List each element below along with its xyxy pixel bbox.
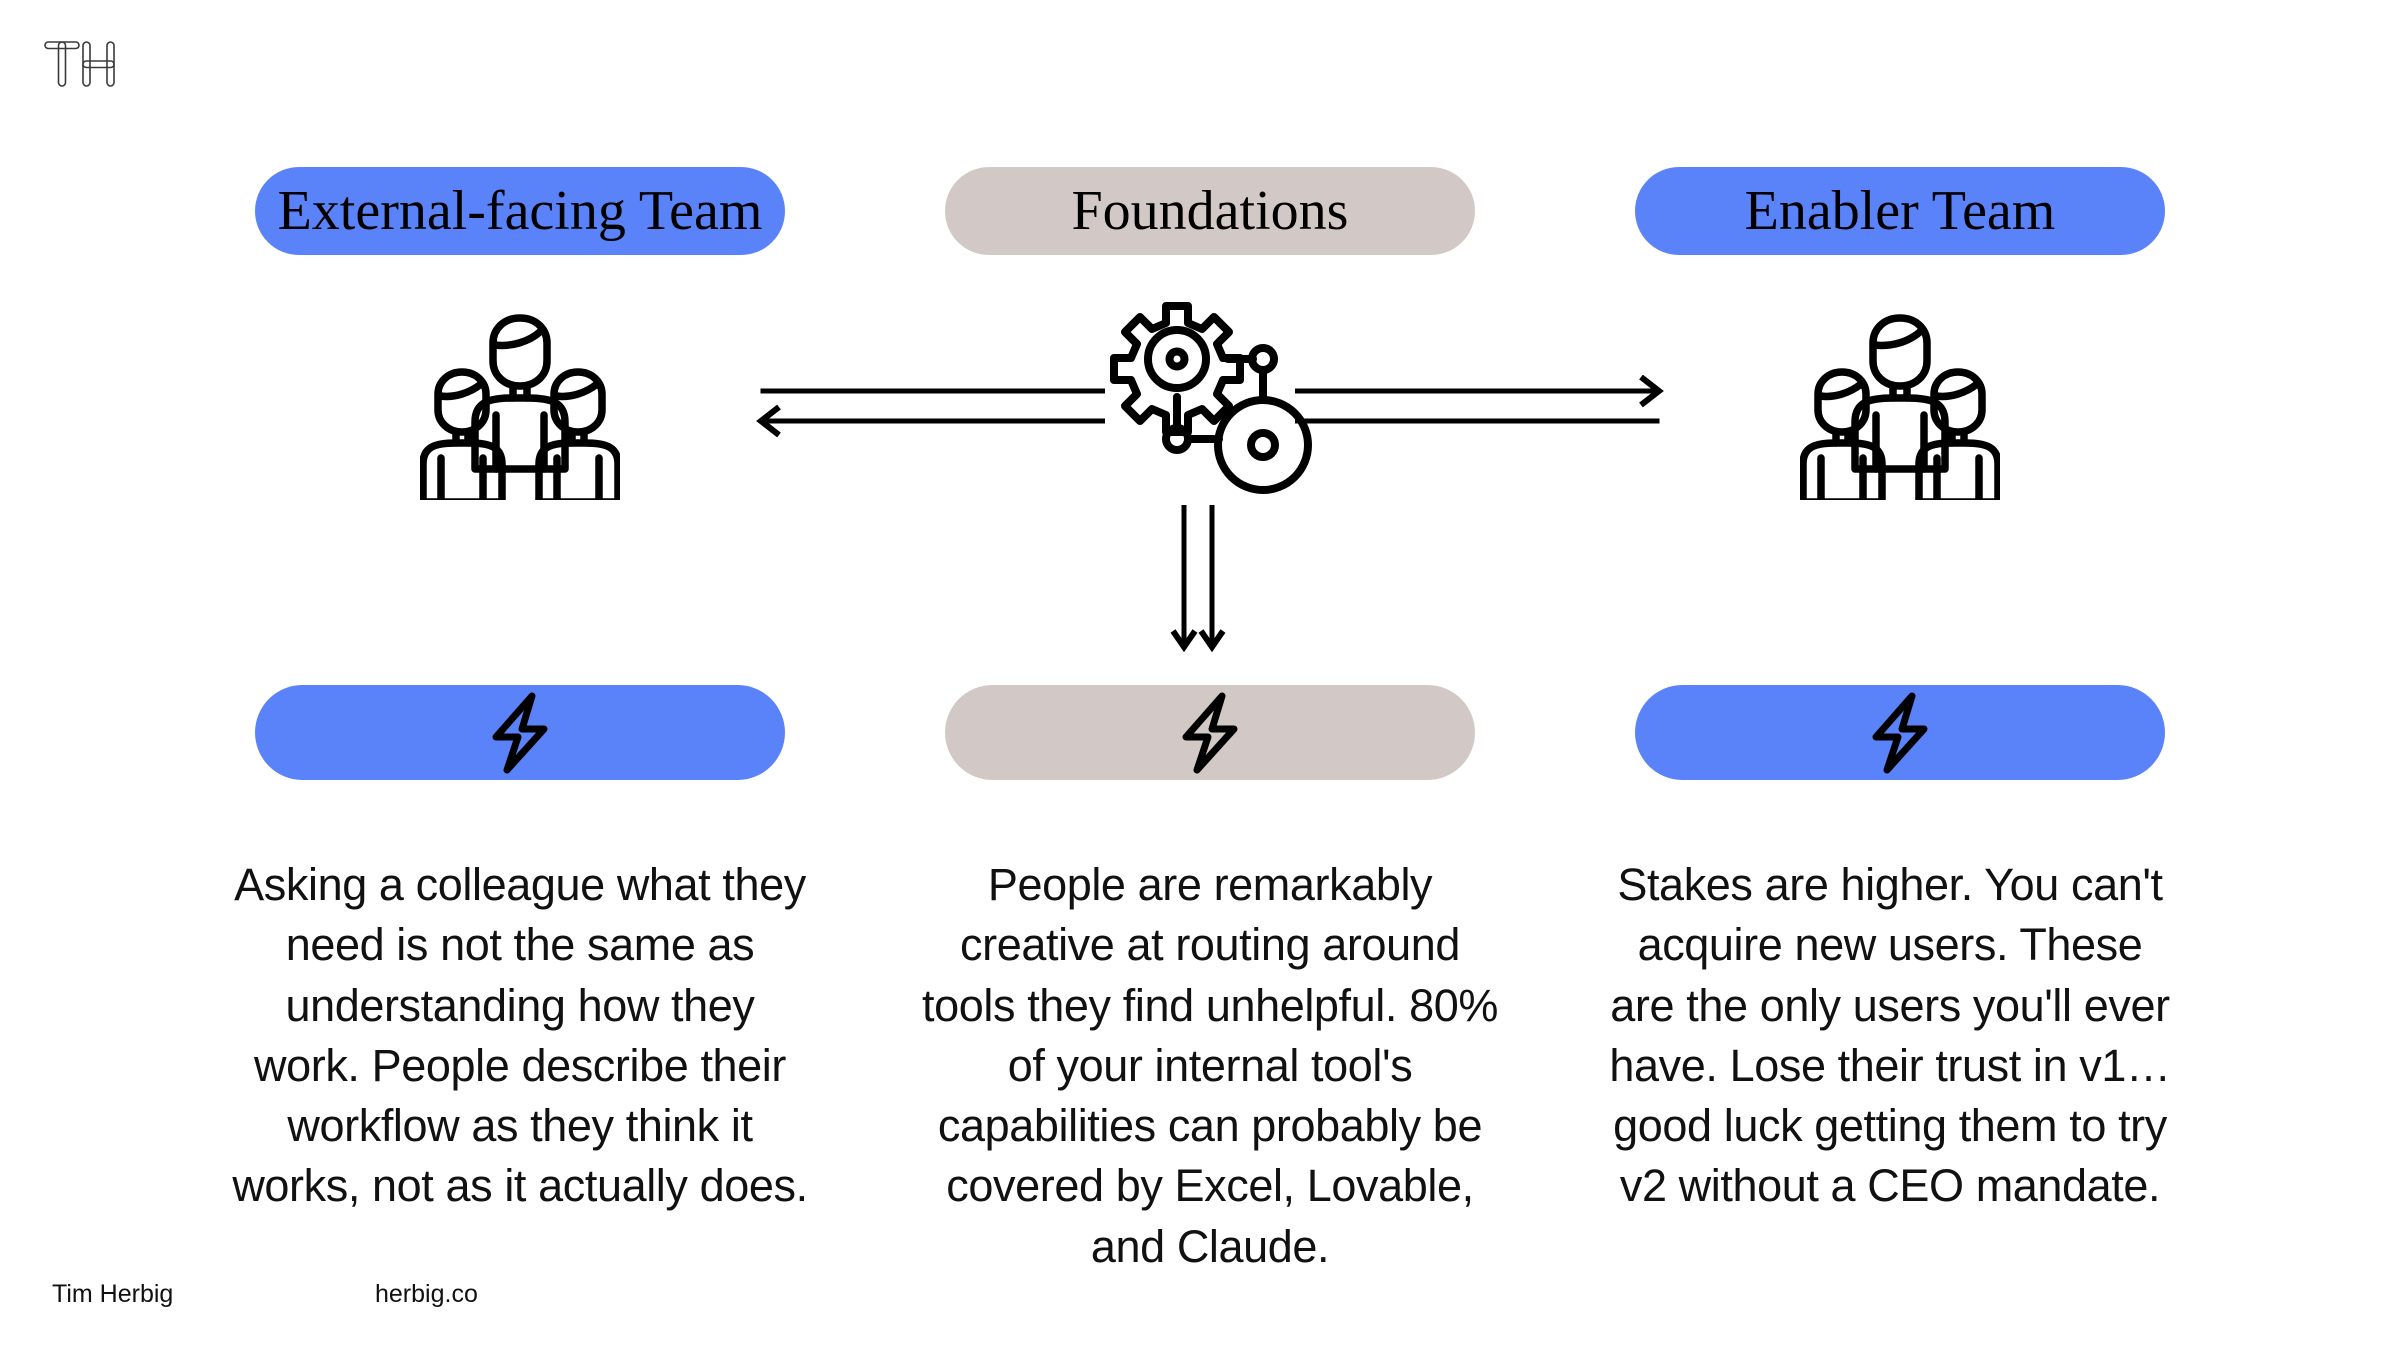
footer-author: Tim Herbig (52, 1280, 174, 1308)
people-group-icon-right-wrap (1635, 290, 2165, 520)
lightning-bolt-icon (492, 692, 548, 773)
footer: Tim Herbig herbig.co (52, 1280, 852, 1320)
column-body-external-facing-team: Asking a colleague what they need is not… (232, 859, 808, 1212)
people-group-icon (420, 314, 620, 500)
header-pill-label: Enabler Team (1744, 180, 2056, 242)
th-monogram-logo (44, 38, 124, 94)
people-group-icon (1800, 314, 2000, 500)
header-pill-label: Foundations (1071, 180, 1349, 242)
footer-site-link[interactable]: herbig.co (375, 1280, 478, 1308)
column-body-foundations: People are remarkably creative at routin… (922, 859, 1498, 1272)
gear-machinery-icon-wrap (945, 290, 1475, 520)
people-group-icon-left-wrap (255, 290, 785, 520)
badge-pill-enabler-team[interactable] (1635, 685, 2165, 780)
badge-pill-foundations[interactable] (945, 685, 1475, 780)
header-pill-label: External-facing Team (277, 180, 763, 242)
gear-machinery-icon (1110, 301, 1312, 494)
lightning-bolt-icon (1872, 692, 1928, 773)
double-arrow-down (1160, 502, 1270, 660)
column-body-enabler-team: Stakes are higher. You can't acquire new… (1609, 859, 2171, 1212)
header-pill-enabler-team[interactable]: Enabler Team (1635, 167, 2165, 255)
lightning-bolt-icon (1182, 692, 1238, 773)
header-pill-external-facing-team[interactable]: External-facing Team (255, 167, 785, 255)
double-line-arrow-left (745, 375, 1108, 445)
header-pill-foundations[interactable]: Foundations (945, 167, 1475, 255)
double-line-arrow-right (1292, 374, 1675, 445)
badge-pill-external-facing-team[interactable] (255, 685, 785, 780)
